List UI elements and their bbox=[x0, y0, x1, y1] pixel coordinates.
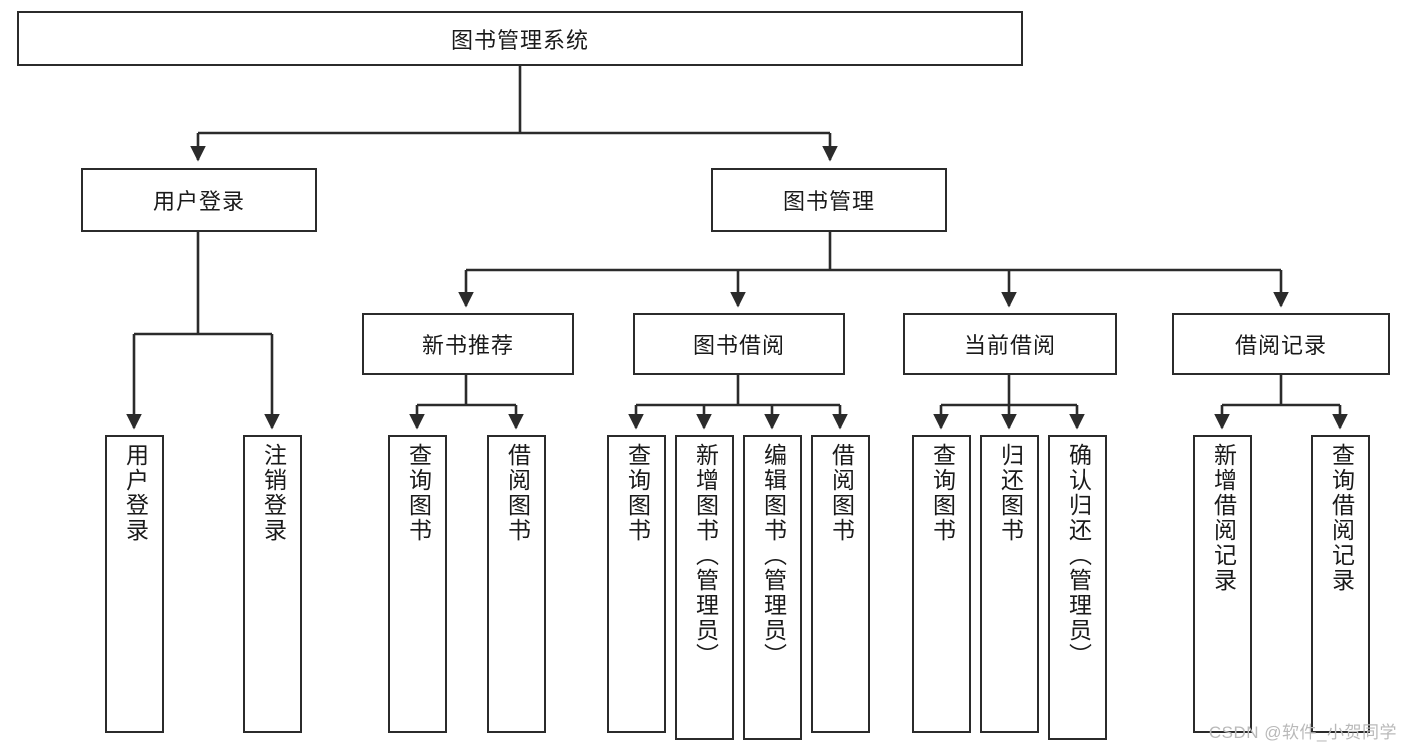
node-current-borrow-label: 当前借阅 bbox=[963, 333, 1056, 358]
node-book-borrow-label: 图书借阅 bbox=[692, 333, 785, 358]
leaf-label: 查询图书 bbox=[929, 443, 956, 543]
csdn-watermark: CSDN @软件_小贺同学 bbox=[1208, 723, 1397, 742]
node-book-borrow[interactable]: 图书借阅 bbox=[633, 313, 845, 375]
node-user-login-label: 用户登录 bbox=[152, 189, 245, 214]
node-borrow-record-label: 借阅记录 bbox=[1234, 333, 1327, 358]
node-book-management[interactable]: 图书管理 bbox=[711, 168, 947, 232]
node-new-book-recommend[interactable]: 新书推荐 bbox=[362, 313, 574, 375]
leaf-label: 查询借阅记录 bbox=[1328, 443, 1355, 593]
leaf-borrow-add-book-admin[interactable]: 新增图书（管理员） bbox=[675, 435, 734, 740]
leaf-label: 注销登录 bbox=[260, 443, 287, 543]
leaf-borrow-query-book[interactable]: 查询图书 bbox=[607, 435, 666, 733]
leaf-label: 借阅图书 bbox=[504, 443, 531, 543]
leaf-label: 查询图书 bbox=[405, 443, 432, 543]
leaf-borrow-borrow-book[interactable]: 借阅图书 bbox=[811, 435, 870, 733]
leaf-label: 新增图书（管理员） bbox=[692, 443, 719, 668]
leaf-label: 借阅图书 bbox=[828, 443, 855, 543]
leaf-new-book-query[interactable]: 查询图书 bbox=[388, 435, 447, 733]
leaf-new-book-borrow[interactable]: 借阅图书 bbox=[487, 435, 546, 733]
node-new-book-recommend-label: 新书推荐 bbox=[421, 333, 514, 358]
leaf-label: 新增借阅记录 bbox=[1210, 443, 1237, 593]
leaf-label: 编辑图书（管理员） bbox=[760, 443, 787, 668]
leaf-user-login-login[interactable]: 用户登录 bbox=[105, 435, 164, 733]
leaf-record-query[interactable]: 查询借阅记录 bbox=[1311, 435, 1370, 733]
leaf-label: 用户登录 bbox=[122, 443, 149, 543]
node-root-label: 图书管理系统 bbox=[450, 27, 589, 53]
node-current-borrow[interactable]: 当前借阅 bbox=[903, 313, 1117, 375]
leaf-label: 查询图书 bbox=[624, 443, 651, 543]
leaf-record-add[interactable]: 新增借阅记录 bbox=[1193, 435, 1252, 733]
leaf-current-confirm-return-admin[interactable]: 确认归还（管理员） bbox=[1048, 435, 1107, 740]
leaf-borrow-edit-book-admin[interactable]: 编辑图书（管理员） bbox=[743, 435, 802, 740]
node-root[interactable]: 图书管理系统 bbox=[17, 11, 1023, 66]
node-borrow-record[interactable]: 借阅记录 bbox=[1172, 313, 1390, 375]
leaf-current-query-book[interactable]: 查询图书 bbox=[912, 435, 971, 733]
leaf-label: 归还图书 bbox=[997, 443, 1024, 543]
leaf-label: 确认归还（管理员） bbox=[1065, 443, 1092, 668]
leaf-current-return-book[interactable]: 归还图书 bbox=[980, 435, 1039, 733]
leaf-user-login-logout[interactable]: 注销登录 bbox=[243, 435, 302, 733]
node-user-login[interactable]: 用户登录 bbox=[81, 168, 317, 232]
node-book-management-label: 图书管理 bbox=[782, 189, 875, 214]
